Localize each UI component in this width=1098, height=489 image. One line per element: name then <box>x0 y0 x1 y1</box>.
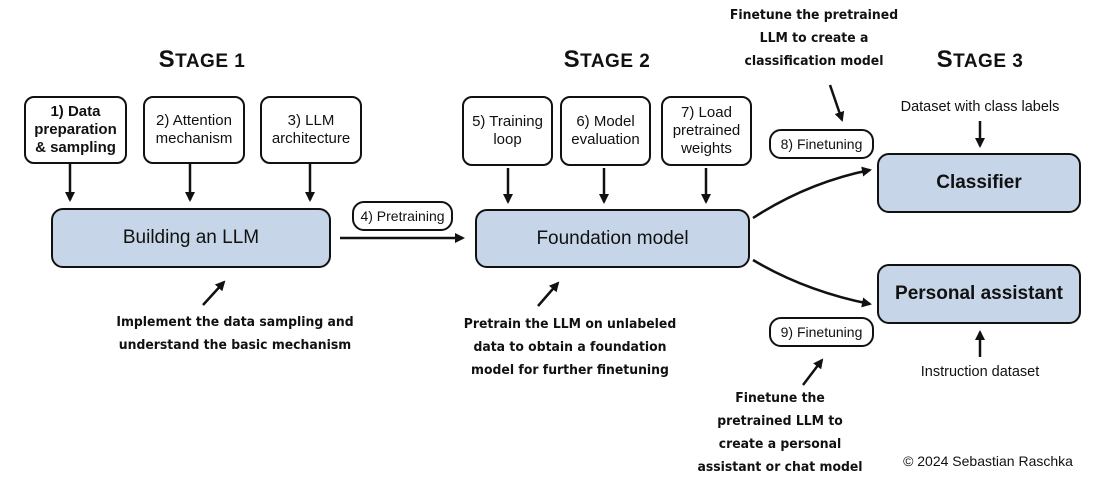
note-classification-finetune: Finetune the pretrained LLM to create a … <box>729 7 899 69</box>
copyright-text: © 2024 Sebastian Raschka <box>903 453 1073 469</box>
step-finetuning-chat: 9) Finetuning <box>769 317 874 347</box>
step-pretraining: 4) Pretraining <box>352 201 453 231</box>
step-training-loop: 5) Training loop <box>462 96 553 166</box>
arrow-foundation-to-assistant <box>752 258 872 308</box>
step-data-preparation: 1) Data preparation & sampling <box>24 96 127 164</box>
node-classifier: Classifier <box>877 153 1081 213</box>
step-attention-mechanism: 2) Attention mechanism <box>143 96 245 164</box>
stage-3-heading: STAGE 3 <box>936 46 1024 73</box>
stage-1-heading: STAGE 1 <box>158 46 246 73</box>
pointer-stage2-note <box>537 281 560 307</box>
arrow-foundation-to-classifier <box>752 166 872 220</box>
step-finetuning-classification: 8) Finetuning <box>769 129 874 159</box>
pointer-stage1-note <box>202 280 226 306</box>
node-foundation-model: Foundation model <box>475 209 750 268</box>
step-load-pretrained-weights: 7) Load pretrained weights <box>661 96 752 166</box>
step-model-evaluation: 6) Model evaluation <box>560 96 651 166</box>
node-building-an-llm: Building an LLM <box>51 208 331 268</box>
label-dataset-class-labels: Dataset with class labels <box>900 99 1060 115</box>
stage-2-heading: STAGE 2 <box>563 46 651 73</box>
pointer-chat-note <box>802 358 824 386</box>
note-stage-1: Implement the data sampling and understa… <box>116 314 354 353</box>
note-stage-2: Pretrain the LLM on unlabeled data to ob… <box>463 316 677 378</box>
pointer-cls-note <box>828 84 845 122</box>
note-chat-finetune: Finetune the pretrained LLM to create a … <box>697 390 863 475</box>
step-llm-architecture: 3) LLM architecture <box>260 96 362 164</box>
label-instruction-dataset: Instruction dataset <box>920 364 1040 380</box>
node-personal-assistant: Personal assistant <box>877 264 1081 324</box>
